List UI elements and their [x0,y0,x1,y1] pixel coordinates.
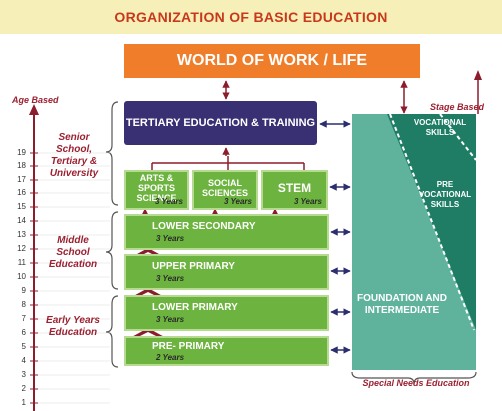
upper-primary-box: UPPER PRIMARY 3 Years [124,254,329,290]
lower-primary-box: LOWER PRIMARY 3 Years [124,295,329,331]
age-13: 13 [17,230,26,239]
pre-primary-years: 2 Years [156,353,185,362]
stem-box: STEM 3 Years [261,170,328,210]
arts-sports-science-box: ARTS & SPORTS SCIENCE 3 Years [124,170,189,210]
senior-to-tertiary-connector [151,147,305,170]
lower-primary-years: 3 Years [156,315,185,324]
world-of-work-box: WORLD OF WORK / LIFE [124,44,420,78]
age-guide-lines [38,152,110,404]
arts-sports-science-years: 3 Years [154,197,183,206]
stage-panel [352,113,477,370]
lower-secondary-years: 3 Years [156,234,185,243]
age-3: 3 [21,370,26,379]
social-sciences-box: SOCIAL SCIENCES 3 Years [192,170,258,210]
age-5: 5 [21,342,26,351]
age-axis-arrowhead [29,104,39,115]
vocational-skills-label: VOCATIONAL SKILLS [413,118,467,137]
stem-years: 3 Years [293,197,322,206]
age-19: 19 [17,148,26,157]
foundation-intermediate-label: FOUNDATION AND INTERMEDIATE [357,293,447,316]
lower-secondary-box: LOWER SECONDARY 3 Years [124,214,329,250]
age-2: 2 [21,384,26,393]
age-15: 15 [17,202,26,211]
upper-primary-label: UPPER PRIMARY [152,261,235,272]
lower-primary-label: LOWER PRIMARY [152,302,238,313]
stage-middle-label: Middle School Education [48,235,98,270]
age-9: 9 [21,286,26,295]
age-11: 11 [17,258,26,267]
stem-label: STEM [277,181,312,195]
age-18: 18 [17,161,26,170]
stage-senior-label: Senior School, Tertiary & University [49,132,99,179]
age-4: 4 [21,356,26,365]
age-17: 17 [17,175,26,184]
pre-vocational-skills-label: PRE VOCATIONAL SKILLS [418,180,472,209]
upper-primary-years: 3 Years [156,274,185,283]
age-based-label: Age Based [12,95,59,105]
tertiary-education-box: TERTIARY EDUCATION & TRAINING [124,101,317,145]
social-sciences-years: 3 Years [223,197,252,206]
stage-axis-arrowhead [474,70,482,80]
age-6: 6 [21,328,26,337]
pre-primary-box: PRE- PRIMARY 2 Years [124,336,329,366]
stage-braces [105,101,477,385]
arts-sports-science-label: ARTS & SPORTS SCIENCE [136,173,177,203]
title-band [0,0,502,34]
age-1: 1 [21,398,26,407]
special-needs-label: Special Needs Education [362,378,470,388]
stage-early-label: Early Years Education [46,315,100,338]
age-8: 8 [21,300,26,309]
age-14: 14 [17,216,26,225]
stage-based-label: Stage Based [430,102,485,112]
lower-secondary-label: LOWER SECONDARY [152,221,256,232]
social-sciences-label: SOCIAL SCIENCES [201,178,248,198]
panel-divider-1 [389,113,475,331]
age-16: 16 [17,188,26,197]
age-7: 7 [21,314,26,323]
page-title: ORGANIZATION OF BASIC EDUCATION [114,9,388,25]
age-10: 10 [17,272,26,281]
age-ticks [30,152,38,404]
age-12: 12 [17,244,26,253]
panel-divider-2 [439,113,477,161]
pre-primary-label: PRE- PRIMARY [152,341,225,352]
